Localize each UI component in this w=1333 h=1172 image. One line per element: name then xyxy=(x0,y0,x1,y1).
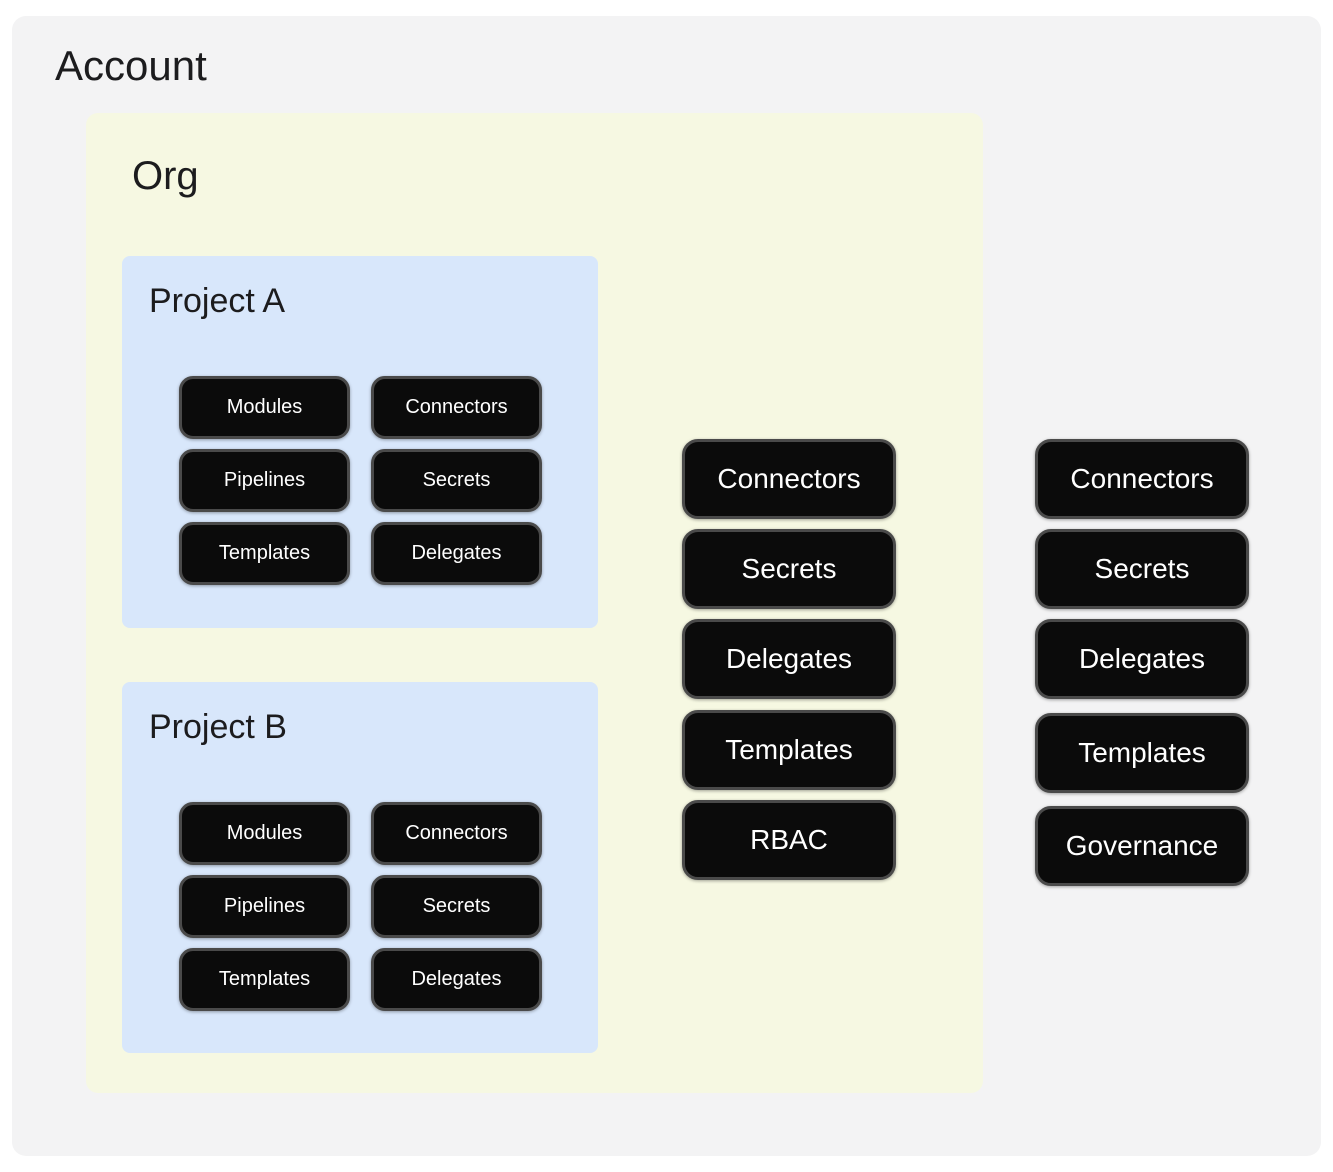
org-title: Org xyxy=(132,154,199,198)
project-a-container: Project A Modules Connectors Pipelines S… xyxy=(122,256,598,628)
project-b-title: Project B xyxy=(149,708,287,746)
project-a-pill-modules: Modules xyxy=(179,376,350,439)
org-pill-secrets: Secrets xyxy=(682,529,896,609)
org-pill-templates: Templates xyxy=(682,710,896,790)
org-container: Org Project A Modules Connectors Pipelin… xyxy=(86,113,983,1093)
project-a-pill-pipelines: Pipelines xyxy=(179,449,350,512)
project-b-pill-connectors: Connectors xyxy=(371,802,542,865)
account-pill-templates: Templates xyxy=(1035,713,1249,793)
account-pill-delegates: Delegates xyxy=(1035,619,1249,699)
project-b-pill-pipelines: Pipelines xyxy=(179,875,350,938)
account-pill-governance: Governance xyxy=(1035,806,1249,886)
project-b-pill-templates: Templates xyxy=(179,948,350,1011)
project-a-pill-delegates: Delegates xyxy=(371,522,542,585)
account-title: Account xyxy=(55,42,207,89)
project-b-pill-delegates: Delegates xyxy=(371,948,542,1011)
org-pill-delegates: Delegates xyxy=(682,619,896,699)
account-pill-connectors: Connectors xyxy=(1035,439,1249,519)
account-pill-secrets: Secrets xyxy=(1035,529,1249,609)
project-b-pill-secrets: Secrets xyxy=(371,875,542,938)
project-b-pill-modules: Modules xyxy=(179,802,350,865)
project-a-pill-connectors: Connectors xyxy=(371,376,542,439)
org-pill-connectors: Connectors xyxy=(682,439,896,519)
project-a-title: Project A xyxy=(149,282,286,320)
project-a-pill-templates: Templates xyxy=(179,522,350,585)
project-a-pill-secrets: Secrets xyxy=(371,449,542,512)
account-container: Account Org Project A Modules Connectors… xyxy=(12,16,1321,1156)
project-b-container: Project B Modules Connectors Pipelines S… xyxy=(122,682,598,1053)
org-pill-rbac: RBAC xyxy=(682,800,896,880)
